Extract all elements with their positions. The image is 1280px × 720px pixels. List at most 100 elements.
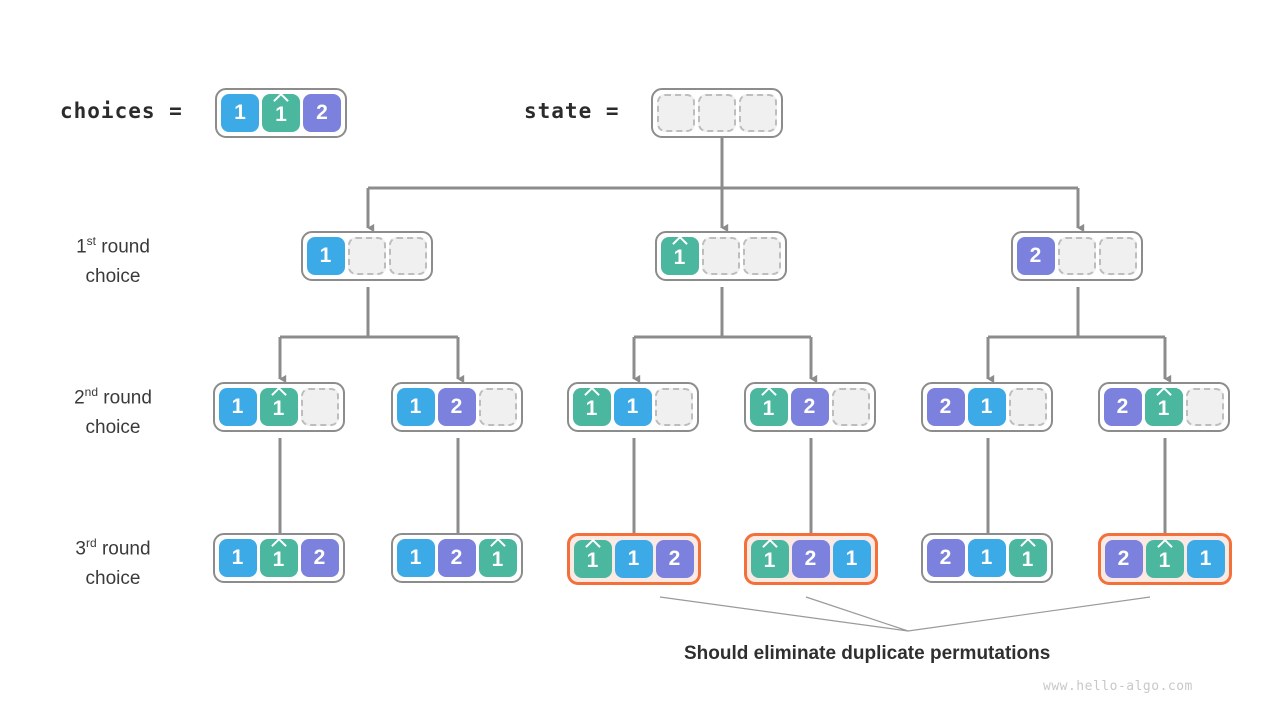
cell-number: 2 xyxy=(450,546,463,569)
hat-number: 1 xyxy=(491,547,504,571)
array-cell-value: 1 xyxy=(967,388,1006,426)
cell-number: 1 xyxy=(980,546,993,569)
cell-number: 1 xyxy=(234,101,246,124)
array-cell-value-hat: 1 xyxy=(1145,540,1184,578)
array-cell-value: 2 xyxy=(437,539,476,577)
array-cell-empty xyxy=(701,237,740,275)
hat-number: 1 xyxy=(272,396,285,420)
hat-number: 1 xyxy=(275,102,287,126)
array-cell-value: 2 xyxy=(300,539,339,577)
cell-number: 2 xyxy=(803,395,816,418)
array-cell-empty xyxy=(1057,237,1096,275)
cell-number: 1 xyxy=(845,547,858,570)
array-cell-value-hat: 1 xyxy=(259,388,298,426)
cell-number: 1 xyxy=(319,244,332,267)
array-cell-value: 1 xyxy=(1186,540,1225,578)
cell-number: 1 xyxy=(409,546,422,569)
array-cell-empty xyxy=(831,388,870,426)
hat-number: 1 xyxy=(673,245,686,269)
state-array xyxy=(651,88,783,138)
cell-number: 1 xyxy=(626,395,639,418)
array-cell-value-hat: 1 xyxy=(573,540,612,578)
array-cell-empty xyxy=(1008,388,1047,426)
array-cell-value-hat: 1 xyxy=(660,237,699,275)
cell-number: 2 xyxy=(939,395,952,418)
cell-number: 2 xyxy=(1029,244,1042,267)
array-cell-empty xyxy=(739,94,777,132)
array-cell-value: 2 xyxy=(437,388,476,426)
array-cell-empty xyxy=(742,237,781,275)
array-cell-empty xyxy=(654,388,693,426)
array-cell-empty xyxy=(698,94,736,132)
row-1-suffix: st xyxy=(86,234,97,248)
array-cell-value: 1 xyxy=(218,388,257,426)
hat-number: 1 xyxy=(762,396,775,420)
array-cell-empty xyxy=(1185,388,1224,426)
cell-number: 1 xyxy=(231,546,244,569)
array-cell-value: 2 xyxy=(790,388,829,426)
array-cell-value: 2 xyxy=(655,540,694,578)
array-cell-value: 2 xyxy=(1104,540,1143,578)
array-cell-value: 2 xyxy=(926,388,965,426)
tree-node: 1 xyxy=(300,231,433,281)
array-cell-empty xyxy=(347,237,386,275)
row-label-round-3: 3rd round choice xyxy=(28,534,198,593)
array-cell-value-hat: 1 xyxy=(1008,539,1047,577)
array-cell-value: 1 xyxy=(221,94,259,132)
hat-number: 1 xyxy=(272,547,285,571)
tree-node: 1 xyxy=(654,231,787,281)
row-3-word: round xyxy=(101,538,151,560)
choices-array: 1 1 2 xyxy=(215,88,347,138)
array-cell-empty xyxy=(388,237,427,275)
array-cell-empty xyxy=(300,388,339,426)
array-cell-value-hat: 1 xyxy=(750,540,789,578)
hat-number: 1 xyxy=(585,396,598,420)
array-cell-value-hat: 1 xyxy=(1144,388,1183,426)
tree-node: 1 2 1 xyxy=(390,533,523,583)
row-1-number: 1 xyxy=(76,236,87,258)
cell-number: 1 xyxy=(1199,547,1212,570)
array-cell-empty xyxy=(478,388,517,426)
array-cell-empty xyxy=(1098,237,1137,275)
array-cell-value-hat: 1 xyxy=(478,539,517,577)
array-cell-value-hat: 1 xyxy=(572,388,611,426)
cell-number: 2 xyxy=(316,101,328,124)
array-cell-value: 1 xyxy=(614,540,653,578)
tree-node: 1 1 2 xyxy=(212,533,345,583)
cell-number: 1 xyxy=(409,395,422,418)
state-label: state = xyxy=(524,99,620,123)
cell-number: 2 xyxy=(450,395,463,418)
row-2-word: round xyxy=(103,387,152,409)
cell-number: 1 xyxy=(627,547,640,570)
cell-number: 2 xyxy=(313,546,326,569)
hat-number: 1 xyxy=(1021,547,1034,571)
row-1-word: round xyxy=(101,236,150,258)
row-2-line2: choice xyxy=(85,416,141,438)
watermark: www.hello-algo.com xyxy=(1043,679,1193,694)
hat-number: 1 xyxy=(1158,548,1171,572)
choices-label: choices = xyxy=(60,99,183,123)
cell-number: 1 xyxy=(980,395,993,418)
caption-text: Should eliminate duplicate permutations xyxy=(684,643,1051,664)
array-cell-value: 1 xyxy=(396,539,435,577)
array-cell-value: 1 xyxy=(396,388,435,426)
array-cell-value: 2 xyxy=(1016,237,1055,275)
row-label-round-2: 2nd round choice xyxy=(28,383,198,442)
array-cell-value: 1 xyxy=(306,237,345,275)
row-2-number: 2 xyxy=(74,387,85,409)
row-3-number: 3 xyxy=(75,538,86,560)
row-2-suffix: nd xyxy=(84,385,99,399)
array-cell-value: 2 xyxy=(303,94,341,132)
array-cell-value-hat: 1 xyxy=(749,388,788,426)
